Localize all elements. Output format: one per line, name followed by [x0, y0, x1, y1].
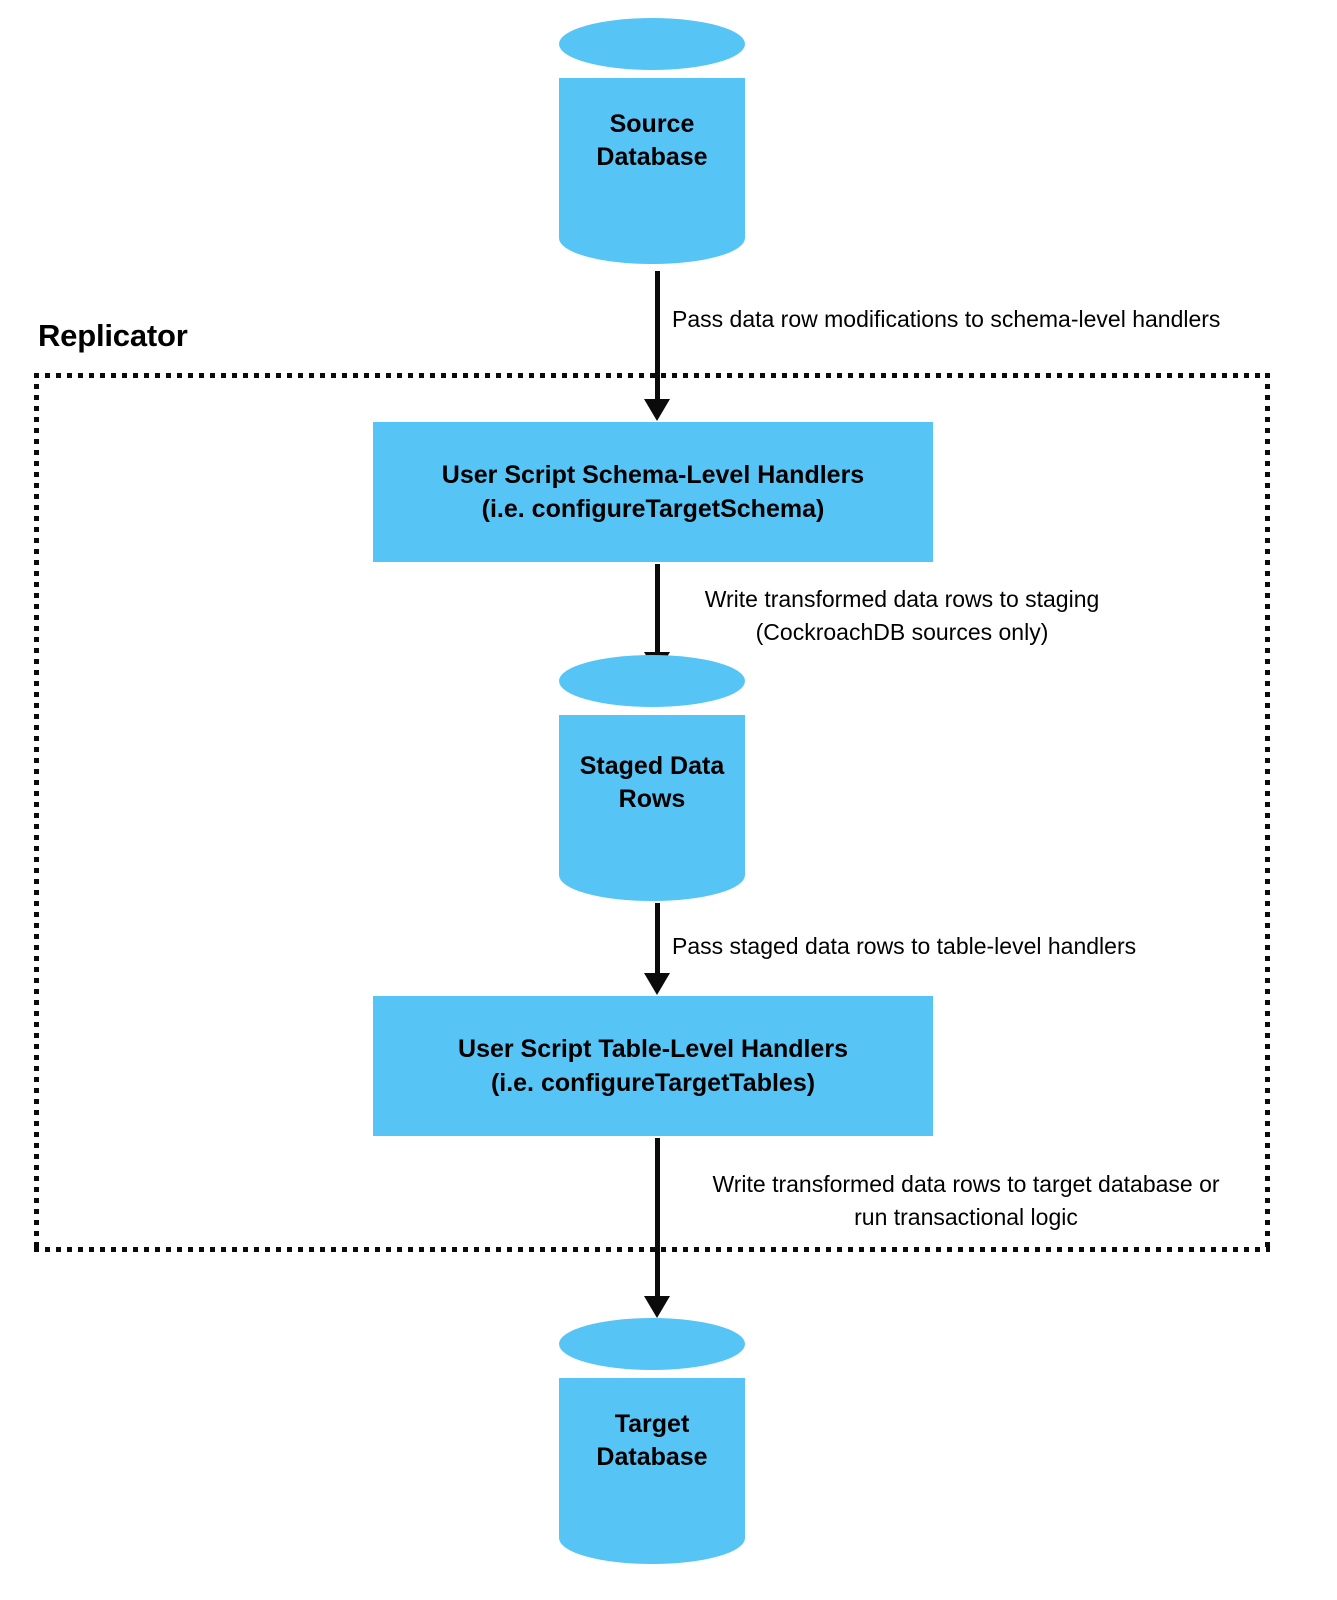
boundary-edge-bottom: [34, 1247, 1270, 1252]
replicator-boundary-label: Replicator: [38, 318, 188, 353]
edge-label-schema-to-staged: Write transformed data rows to staging (…: [704, 586, 1100, 645]
arrow-staged-to-table: [644, 903, 670, 995]
edge-label-staged-to-table: Pass staged data rows to table-level han…: [672, 933, 1137, 959]
arrow-head: [644, 399, 670, 421]
node-schema-level-handlers-label: User Script Schema-Level Handlers (i.e. …: [441, 460, 865, 524]
arrow-shaft: [655, 271, 660, 401]
cylinder-body: [559, 1378, 745, 1564]
node-table-level-handlers[interactable]: User Script Table-Level Handlers (i.e. c…: [373, 996, 933, 1136]
node-schema-level-handlers[interactable]: User Script Schema-Level Handlers (i.e. …: [373, 422, 933, 562]
boundary-edge-top: [34, 373, 1270, 378]
boundary-edge-right: [1265, 373, 1270, 1252]
arrow-shaft: [655, 1138, 660, 1298]
cylinder-top-ellipse: [559, 1318, 745, 1370]
arrow-table-to-target: [644, 1138, 670, 1318]
node-source-database-label: Source Database: [596, 110, 708, 172]
node-target-database-label: Target Database: [596, 1410, 708, 1472]
node-table-level-handlers-label: User Script Table-Level Handlers (i.e. c…: [458, 1034, 848, 1098]
edge-label-table-to-target: Write transformed data rows to target da…: [712, 1171, 1220, 1230]
node-source-database[interactable]: Source Database: [559, 18, 745, 264]
replicator-boundary-box: [34, 373, 1270, 1252]
arrow-shaft: [655, 564, 660, 654]
cylinder-top-ellipse: [559, 18, 745, 70]
cylinder-top-ellipse: [559, 655, 745, 707]
node-target-database[interactable]: Target Database: [559, 1318, 745, 1564]
arrow-head: [644, 973, 670, 995]
arrow-head: [644, 1296, 670, 1318]
node-staged-data-rows[interactable]: Staged Data Rows: [559, 655, 745, 901]
node-staged-data-rows-label: Staged Data Rows: [579, 752, 725, 814]
cylinder-body: [559, 78, 745, 264]
edge-label-source-to-schema: Pass data row modifications to schema-le…: [672, 306, 1221, 332]
cylinder-body: [559, 715, 745, 901]
boundary-edge-left: [34, 373, 39, 1252]
arrow-shaft: [655, 903, 660, 975]
arrow-source-to-schema: [644, 271, 670, 421]
